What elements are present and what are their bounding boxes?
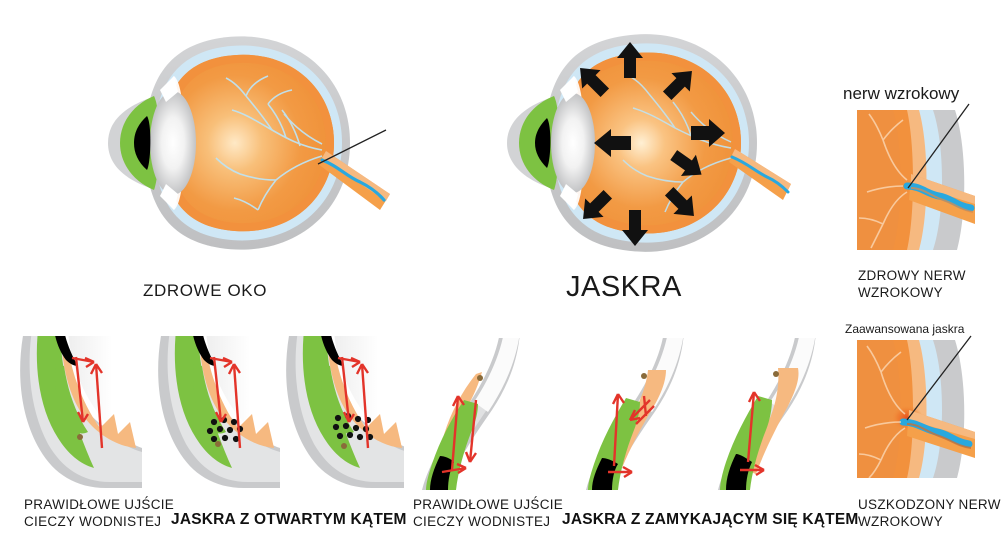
pressure-arrow-up-left <box>580 68 610 98</box>
flow-arrows-blocked <box>608 393 655 479</box>
open-angle-glaucoma-1 <box>152 336 280 488</box>
vitreous-body <box>163 54 334 232</box>
damaged-nerve-caption-line1: USZKODZONY NERW <box>858 497 1001 512</box>
pupil-edge <box>430 456 454 490</box>
damaged-nerve-caption-line2: WZROKOWY <box>858 514 943 529</box>
damaged-optic-nerve-panel <box>845 335 1001 490</box>
pressure-arrow-up <box>617 42 643 78</box>
closed-angle-glaucoma-2 <box>700 338 820 490</box>
pressure-arrows <box>580 42 725 246</box>
normal-outflow-2 <box>404 338 524 490</box>
vitreous-body <box>563 52 741 234</box>
flow-arrows <box>71 356 104 449</box>
pupil-arc <box>134 116 151 170</box>
damaged-nerve-caption: USZKODZONY NERW WZROKOWY <box>858 496 1001 530</box>
closed-angle-label: JASKRA Z ZAMYKAJĄCYM SIĘ KĄTEM <box>562 511 859 528</box>
open-angle-glaucoma-2 <box>280 336 408 488</box>
healthy-eye-diagram <box>50 18 400 268</box>
normal-outflow-1 <box>14 336 142 488</box>
healthy-nerve-caption-line1: ZDROWY NERW <box>858 268 966 283</box>
outflow-dot <box>477 375 483 381</box>
open-angle-label: JASKRA Z OTWARTYM KĄTEM <box>171 511 407 528</box>
healthy-nerve-callout-label: nerw wzrokowy <box>843 84 960 103</box>
pressure-arrow-down <box>622 210 648 246</box>
pressure-arrow-down-left <box>583 189 613 219</box>
healthy-nerve-leader-line <box>907 103 970 189</box>
healthy-nerve-caption: ZDROWY NERW WZROKOWY <box>858 267 998 301</box>
retinal-vessels <box>215 75 323 211</box>
flow-arrows <box>441 395 478 475</box>
damaged-nerve-leader-line <box>906 335 972 421</box>
pressure-arrow-left <box>594 129 631 157</box>
glaucoma-eye-caption: JASKRA <box>566 271 682 303</box>
pressure-arrow-right <box>691 119 725 147</box>
pressure-arrow-down-right-lower <box>664 186 694 216</box>
pressure-arrow-up-right <box>662 71 692 101</box>
healthy-eye-caption: ZDROWE OKO <box>143 281 268 300</box>
glaucoma-eye-diagram <box>455 18 805 268</box>
healthy-optic-nerve-panel <box>845 100 1001 260</box>
optic-nerve <box>729 149 791 200</box>
normal-outflow-mid-label-line2: CIECZY WODNISTEJ <box>413 514 551 529</box>
outflow-dot <box>77 434 83 440</box>
pupil-arc <box>535 118 551 168</box>
lens <box>551 93 595 193</box>
normal-outflow-mid-label-line1: PRAWIDŁOWE UJŚCIE <box>413 497 564 512</box>
healthy-nerve-caption-line2: WZROKOWY <box>858 285 943 300</box>
normal-outflow-left-label: PRAWIDŁOWE UJŚCIE CIECZY WODNISTEJ <box>24 496 194 530</box>
lens <box>150 91 196 195</box>
pressure-arrow-down-right-upper <box>670 150 702 177</box>
normal-outflow-mid-label: PRAWIDŁOWE UJŚCIE CIECZY WODNISTEJ <box>413 496 583 530</box>
normal-outflow-left-label-line1: PRAWIDŁOWE UJŚCIE <box>24 497 175 512</box>
closed-angle-glaucoma-1 <box>568 338 688 490</box>
optic-nerve <box>318 151 390 210</box>
optic-nerve-leader-line <box>317 129 387 165</box>
normal-outflow-left-label-line2: CIECZY WODNISTEJ <box>24 514 162 529</box>
damaged-nerve-callout-label: Zaawansowana jaskra <box>845 322 965 336</box>
pigment-dots <box>206 416 244 443</box>
